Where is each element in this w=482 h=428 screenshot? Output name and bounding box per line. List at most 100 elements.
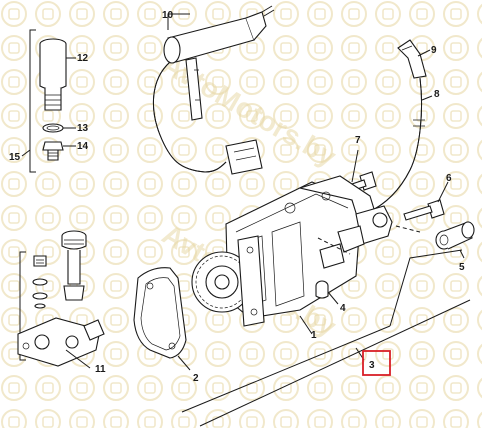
watermark-stamp: [103, 35, 129, 61]
watermark-stamp-core: [178, 212, 190, 224]
watermark-stamp: [239, 171, 265, 197]
watermark-stamp-core: [8, 416, 20, 428]
watermark-stamp: [341, 375, 367, 401]
watermark-stamp-core: [178, 280, 190, 292]
watermark-stamp: [409, 171, 435, 197]
watermark-stamp-core: [144, 144, 156, 156]
watermark-stamp: [205, 341, 231, 367]
watermark-stamp-core: [76, 416, 88, 428]
watermark-stamp: [35, 239, 61, 265]
watermark-stamp: [103, 341, 129, 367]
watermark-stamp-core: [450, 8, 462, 20]
watermark-stamp: [375, 409, 401, 428]
watermark-stamp-core: [314, 348, 326, 360]
watermark-stamp: [103, 375, 129, 401]
watermark-stamp-core: [110, 382, 122, 394]
watermark-stamp-core: [280, 76, 292, 88]
callout-1: 1: [311, 330, 317, 341]
watermark-stamp-core: [280, 314, 292, 326]
watermark-stamp-core: [110, 348, 122, 360]
watermark-stamp: [273, 69, 299, 95]
watermark-stamp-core: [246, 110, 258, 122]
watermark-stamp-core: [416, 246, 428, 258]
watermark-stamp-core: [144, 110, 156, 122]
drive-gear: [191, 235, 265, 327]
plug-4: [315, 280, 339, 305]
watermark-stamp-core: [212, 416, 224, 428]
watermark-stamp-core: [178, 178, 190, 190]
watermark-stamp: [69, 205, 95, 231]
watermark-stamp: [205, 103, 231, 129]
watermark-stamp-core: [42, 382, 54, 394]
watermark-stamp: [443, 273, 469, 299]
watermark-stamp-core: [42, 8, 54, 20]
watermark-stamp: [477, 3, 482, 25]
callout-8: 8: [434, 89, 440, 100]
watermark-stamp: [1, 375, 27, 401]
watermark-stamp-core: [76, 8, 88, 20]
part-13-ring: [42, 123, 64, 133]
watermark-stamp-core: [42, 246, 54, 258]
watermark-stamp-core: [76, 144, 88, 156]
watermark-stamp-core: [8, 42, 20, 54]
watermark-stamp-core: [212, 212, 224, 224]
watermark-stamp: [171, 409, 197, 428]
watermark-stamp-core: [144, 8, 156, 20]
watermark-stamp: [1, 103, 27, 129]
watermark-stamp: [477, 411, 482, 428]
primer-pump-group: [17, 230, 105, 369]
watermark-stamp-core: [110, 416, 122, 428]
part-10-end: [163, 36, 181, 64]
watermark-stamp: [1, 171, 27, 197]
watermark-stamp: [443, 69, 469, 95]
watermark-stamp: [137, 409, 163, 428]
watermark-stamp: [273, 35, 299, 61]
watermark-stamp-core: [280, 42, 292, 54]
watermark-stamp: [171, 137, 197, 163]
watermark-stamp-core: [450, 42, 462, 54]
watermark-stamp: [477, 105, 482, 127]
watermark-stamp-core: [382, 246, 394, 258]
watermark-stamp-core: [246, 42, 258, 54]
watermark-stamp-core: [178, 110, 190, 122]
watermark-stamp: [341, 409, 367, 428]
group-bracket-11: [19, 251, 26, 361]
watermark-stamp: [443, 307, 469, 333]
gasket-2: [133, 267, 191, 371]
watermark-stamp: [137, 103, 163, 129]
callout-3: 3: [369, 360, 375, 371]
watermark-stamp-core: [382, 8, 394, 20]
watermark-stamp-core: [416, 280, 428, 292]
watermark-stamp: [103, 1, 129, 27]
watermark-stamp-core: [42, 178, 54, 190]
watermark-stamp-core: [314, 110, 326, 122]
watermark-stamp-core: [416, 144, 428, 156]
watermark-stamp: [341, 69, 367, 95]
watermark-stamp: [205, 409, 231, 428]
callout-11: 11: [95, 364, 106, 375]
watermark-stamp-core: [8, 280, 20, 292]
watermark-stamp-core: [416, 178, 428, 190]
watermark-stamp: [35, 375, 61, 401]
watermark-stamp: [375, 35, 401, 61]
callout-6: 6: [446, 173, 452, 184]
watermark-stamp: [69, 137, 95, 163]
watermark-stamp: [375, 103, 401, 129]
watermark-stamp: [273, 103, 299, 129]
watermark-stamp: [307, 103, 333, 129]
watermark-stamp: [69, 103, 95, 129]
watermark-stamp-core: [450, 246, 462, 258]
callout-9: 9: [431, 45, 437, 56]
watermark-stamp-core: [110, 8, 122, 20]
watermark-stamp-core: [110, 144, 122, 156]
watermark-stamp-core: [246, 76, 258, 88]
watermark-stamp-core: [450, 144, 462, 156]
watermark-stamp-core: [382, 178, 394, 190]
callout-7: 7: [355, 135, 361, 146]
watermark-stamp-core: [212, 144, 224, 156]
watermark-stamp: [307, 1, 333, 27]
watermark-stamp-core: [280, 8, 292, 20]
watermark-stamp-core: [212, 348, 224, 360]
watermark-stamp-core: [314, 76, 326, 88]
